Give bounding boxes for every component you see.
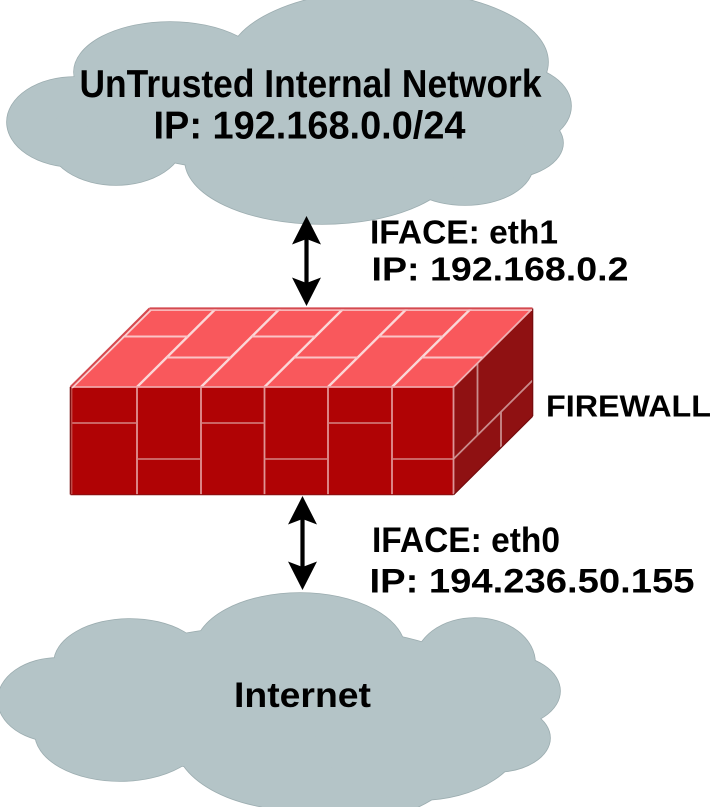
- svg-text:IFACE: eth1: IFACE: eth1: [370, 214, 558, 251]
- svg-text:Internet: Internet: [234, 675, 371, 715]
- svg-text:IFACE: eth0: IFACE: eth0: [372, 521, 560, 560]
- svg-text:IP: 192.168.0.0/24: IP: 192.168.0.0/24: [154, 105, 466, 148]
- svg-text:IP: 192.168.0.2: IP: 192.168.0.2: [372, 251, 629, 288]
- svg-text:FIREWALL: FIREWALL: [546, 389, 711, 424]
- svg-text:IP: 194.236.50.155: IP: 194.236.50.155: [370, 563, 695, 601]
- svg-text:UnTrusted Internal Network: UnTrusted Internal Network: [80, 63, 542, 106]
